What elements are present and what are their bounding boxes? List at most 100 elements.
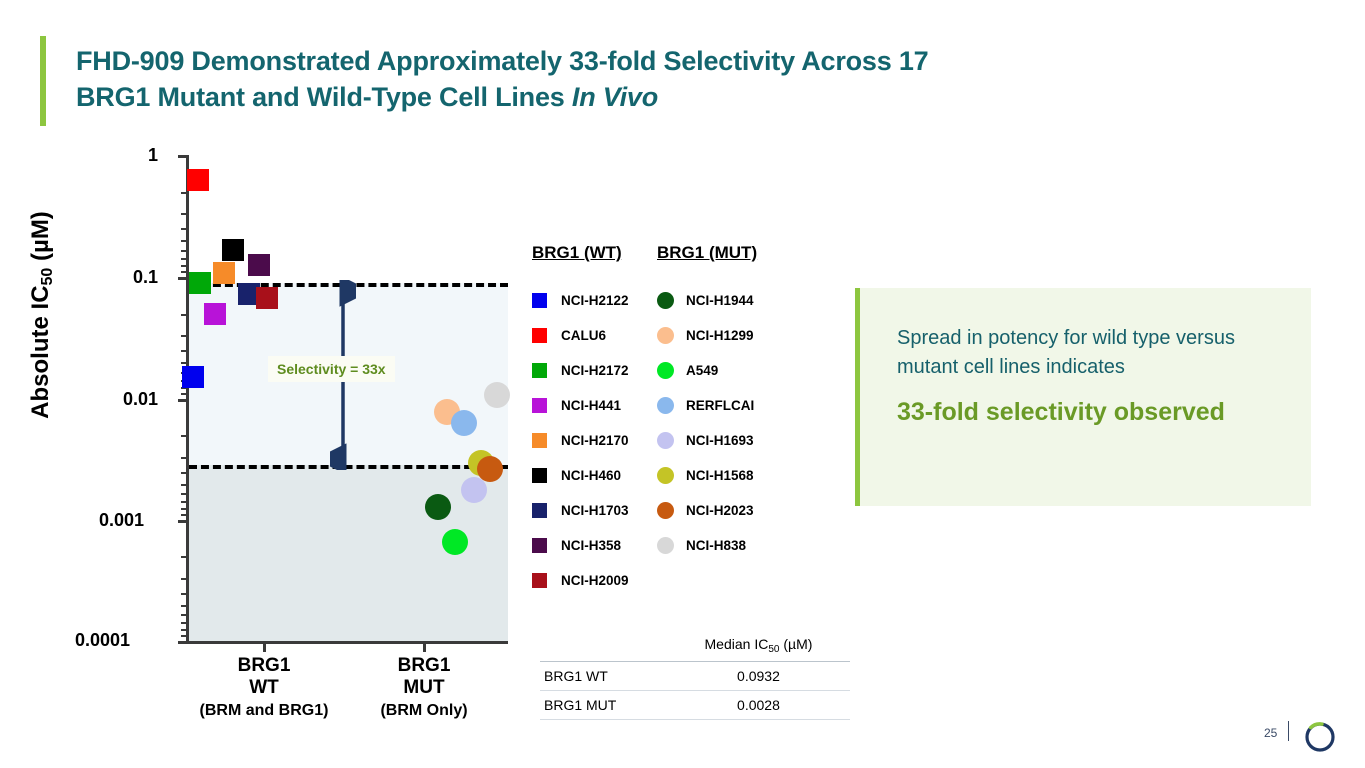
legend-swatch-icon [657, 292, 674, 309]
y-axis-minor-tick [181, 592, 189, 595]
scatter-chart: Absolute IC50 (µM) 1 0.1 0.01 0.001 0.00… [0, 0, 560, 740]
title-accent-bar [40, 36, 46, 126]
data-point-rerflcai [451, 410, 477, 436]
x-axis-label-wt-line2: WT [249, 676, 279, 698]
y-tick-label-1: 1 [147, 145, 158, 165]
y-axis-minor-tick [181, 456, 189, 459]
legend-item-nci-h2122[interactable]: NCI-H2122 [532, 283, 629, 318]
y-axis-title: Absolute IC50 (µM) [27, 165, 57, 465]
y-axis-minor-tick [181, 191, 189, 194]
legend-item-nci-h358[interactable]: NCI-H358 [532, 528, 629, 563]
y-axis-minor-tick [181, 635, 189, 638]
legend-header-wt: BRG1 (WT) [532, 243, 622, 262]
legend-item-label: CALU6 [561, 328, 607, 343]
legend-swatch-icon [532, 538, 547, 553]
legend-item-nci-h2170[interactable]: NCI-H2170 [532, 423, 629, 458]
x-axis-label-wt-line3: (BRM and BRG1) [199, 701, 329, 719]
title-line-2-italic: In Vivo [571, 81, 659, 112]
legend-item-label: NCI-H2009 [561, 573, 629, 588]
data-point-calu6 [187, 169, 209, 191]
legend-item-label: NCI-H460 [561, 468, 622, 483]
legend-swatch-icon [657, 397, 674, 414]
legend-item-a549[interactable]: A549 [657, 353, 757, 388]
data-point-nci-h460 [222, 239, 244, 261]
data-point-nci-h358 [248, 254, 270, 276]
legend-item-label: NCI-H358 [561, 538, 622, 553]
callout-body: Spread in potency for wild type versus m… [897, 324, 1287, 430]
table-cell-group: BRG1 WT [544, 668, 608, 684]
legend-swatch-icon [532, 468, 547, 483]
table-header-median-sub: 50 [768, 644, 780, 655]
legend-item-label: NCI-H2170 [561, 433, 629, 448]
y-axis-minor-tick [181, 228, 189, 231]
data-point-nci-h2023 [477, 456, 503, 482]
legend-swatch-icon [657, 327, 674, 344]
x-axis-line [186, 641, 508, 644]
legend-swatch-icon [532, 573, 547, 588]
legend-item-rerflcai[interactable]: RERFLCAI [657, 388, 757, 423]
legend-swatch-icon [657, 467, 674, 484]
legend-item-nci-h1944[interactable]: NCI-H1944 [657, 283, 757, 318]
legend-item-label: NCI-H2023 [686, 503, 754, 518]
data-point-a549 [442, 529, 468, 555]
data-point-nci-h1703 [238, 283, 260, 305]
legend-swatch-icon [532, 398, 547, 413]
legend-item-label: NCI-H1299 [686, 328, 754, 343]
y-axis-minor-tick [181, 577, 189, 580]
y-tick-0.001 [178, 520, 189, 523]
callout-box: Spread in potency for wild type versus m… [855, 288, 1311, 506]
legend-item-nci-h2172[interactable]: NCI-H2172 [532, 353, 629, 388]
y-tick-label-0.001: 0.001 [98, 510, 144, 530]
y-tick-0.1 [178, 277, 189, 280]
table-header-row: Median IC50 (µM) [540, 630, 850, 662]
y-axis-minor-tick [181, 362, 189, 365]
legend-item-label: NCI-H1703 [561, 503, 629, 518]
brand-logo-icon [1305, 722, 1335, 752]
data-point-nci-h2172 [189, 272, 211, 294]
x-axis-label-mut-line3: (BRM Only) [380, 701, 468, 719]
legend-header-mut: BRG1 (MUT) [657, 243, 758, 262]
legend-item-label: NCI-H441 [561, 398, 622, 413]
y-axis-minor-tick [181, 265, 189, 268]
legend-item-label: NCI-H1693 [686, 433, 754, 448]
legend-swatch-icon [657, 362, 674, 379]
legend-item-nci-h1299[interactable]: NCI-H1299 [657, 318, 757, 353]
y-axis-minor-tick [181, 556, 189, 559]
legend-item-nci-h441[interactable]: NCI-H441 [532, 388, 629, 423]
y-axis-minor-tick [181, 335, 189, 338]
selectivity-label: Selectivity = 33x [268, 356, 395, 382]
legend-swatch-icon [532, 293, 547, 308]
legend-swatch-icon [532, 433, 547, 448]
legend-item-nci-h1703[interactable]: NCI-H1703 [532, 493, 629, 528]
legend-item-nci-h460[interactable]: NCI-H460 [532, 458, 629, 493]
callout-accent-bar [855, 288, 860, 506]
legend-item-nci-h838[interactable]: NCI-H838 [657, 528, 757, 563]
data-point-nci-h441 [204, 303, 226, 325]
legend-item-nci-h1568[interactable]: NCI-H1568 [657, 458, 757, 493]
x-axis-label-wt: BRG1 WT (BRM and BRG1) [164, 655, 364, 723]
x-axis-label-mut-line1: BRG1 [397, 655, 451, 676]
data-point-nci-h2122 [182, 366, 204, 388]
legend-item-nci-h1693[interactable]: NCI-H1693 [657, 423, 757, 458]
y-axis-minor-tick [181, 629, 189, 632]
y-axis-minor-tick [181, 387, 189, 390]
y-axis-minor-tick [181, 350, 189, 353]
legend-swatch-icon [657, 537, 674, 554]
data-point-nci-h1693 [461, 477, 487, 503]
y-axis-minor-tick [181, 258, 189, 261]
legend-swatch-icon [657, 502, 674, 519]
y-axis-minor-tick [181, 471, 189, 474]
legend-item-calu6[interactable]: CALU6 [532, 318, 629, 353]
slide-number: 25 [1264, 726, 1278, 740]
legend-item-nci-h2009[interactable]: NCI-H2009 [532, 563, 629, 598]
legend-swatch-icon [532, 328, 547, 343]
x-axis-label-wt-line1: BRG1 [237, 655, 291, 676]
legend-item-nci-h2023[interactable]: NCI-H2023 [657, 493, 757, 528]
y-axis-minor-tick [181, 213, 189, 216]
y-axis-minor-tick [181, 249, 189, 252]
